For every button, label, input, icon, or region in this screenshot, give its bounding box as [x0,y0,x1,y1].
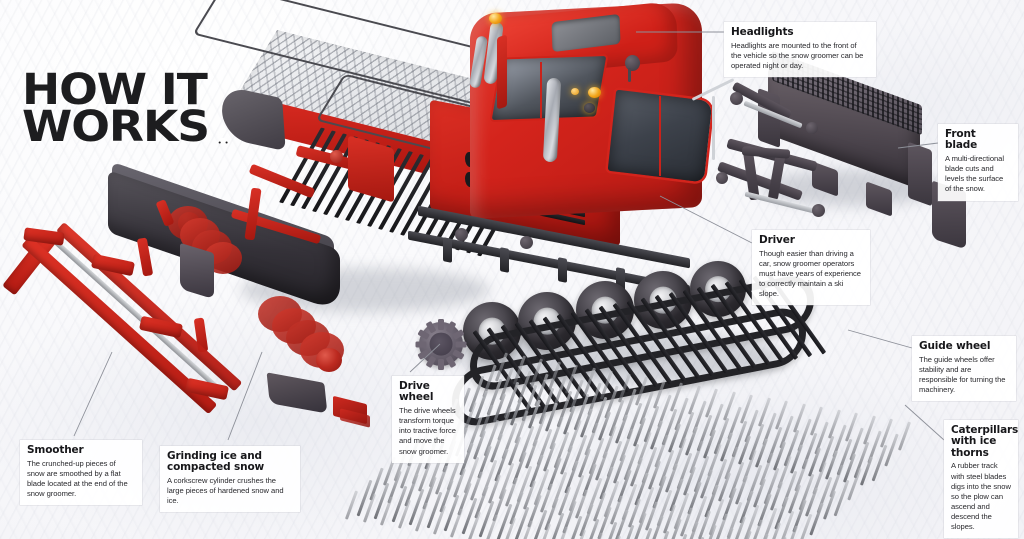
callout-grinding-title: Grinding ice and compacted snow [167,450,265,474]
snow-groomer-glyph-icon [217,137,231,144]
title-line-1: HOW IT [22,65,208,115]
chassis-hub [520,236,533,249]
roof-antenna-stem [628,68,631,82]
callout-drive-wheel-title: Drive wheel [399,380,434,404]
front-blade-end-plate [908,141,932,207]
beacon-light [588,87,601,98]
drive-wheel-sprocket [415,318,467,370]
beacon-light [489,13,502,24]
page-title: HOW IT WORKS [22,69,231,148]
callout-caterpillars[interactable]: Caterpillars with ice thorns A rubber tr… [944,420,1019,539]
headlight [584,103,595,113]
callout-grinding[interactable]: Grinding ice and compacted snow A corksc… [160,446,300,513]
callout-drive-wheel[interactable]: Drive wheel The drive wheels transform t… [392,376,464,463]
callout-guide-wheel[interactable]: Guide wheel The guide wheels offer stabi… [912,336,1016,402]
callout-front-blade-body: A multi-directional blade cuts and level… [945,154,1004,194]
callout-smoother-body: The crunched-up pieces of snow are smoot… [27,458,128,499]
chassis-hub [455,228,468,241]
callout-driver[interactable]: Driver Though easier than driving a car,… [752,230,870,306]
title-line-2: WORKS [22,105,231,148]
callout-front-blade[interactable]: Front blade A multi-directional blade cu… [938,124,1018,201]
blade-pivot-knob [716,172,728,184]
cab-pillar [497,34,507,110]
callout-guide-wheel-title: Guide wheel [919,340,991,352]
mirror-post [712,96,715,160]
callout-driver-title: Driver [759,234,795,246]
callout-caterpillars-body: A rubber track with steel blades digs in… [951,461,1011,532]
callout-headlights-body: Headlights are mounted to the front of t… [731,40,864,71]
callout-driver-body: Though easier than driving a car, snow g… [759,248,861,299]
roof-antenna-knob [625,55,640,71]
callout-caterpillars-title: Caterpillars with ice thorns [951,424,1019,459]
chassis-cross [558,257,567,283]
linkage-pivot [330,150,343,163]
chassis-cross [500,247,509,273]
callout-headlights-title: Headlights [731,26,794,38]
blade-pivot-knob [812,204,825,217]
callout-smoother-title: Smoother [27,444,84,456]
headlight [571,88,579,95]
callout-headlights[interactable]: Headlights Headlights are mounted to the… [724,22,876,78]
callout-smoother[interactable]: Smoother The crunched-up pieces of snow … [20,440,142,506]
callout-grinding-body: A corkscrew cylinder crushes the large p… [167,476,284,506]
chassis-cross [443,237,452,263]
blade-pivot-knob [730,92,743,105]
callout-front-blade-title: Front blade [945,128,978,152]
callout-drive-wheel-body: The drive wheels transform torque into t… [399,406,456,456]
cab-window-divider [540,61,542,119]
windshield-divider [659,95,661,177]
blade-pivot-knob [806,122,818,134]
title-line-2-text: WORKS [22,101,210,152]
callout-guide-wheel-body: The guide wheels offer stability and are… [919,354,1006,395]
